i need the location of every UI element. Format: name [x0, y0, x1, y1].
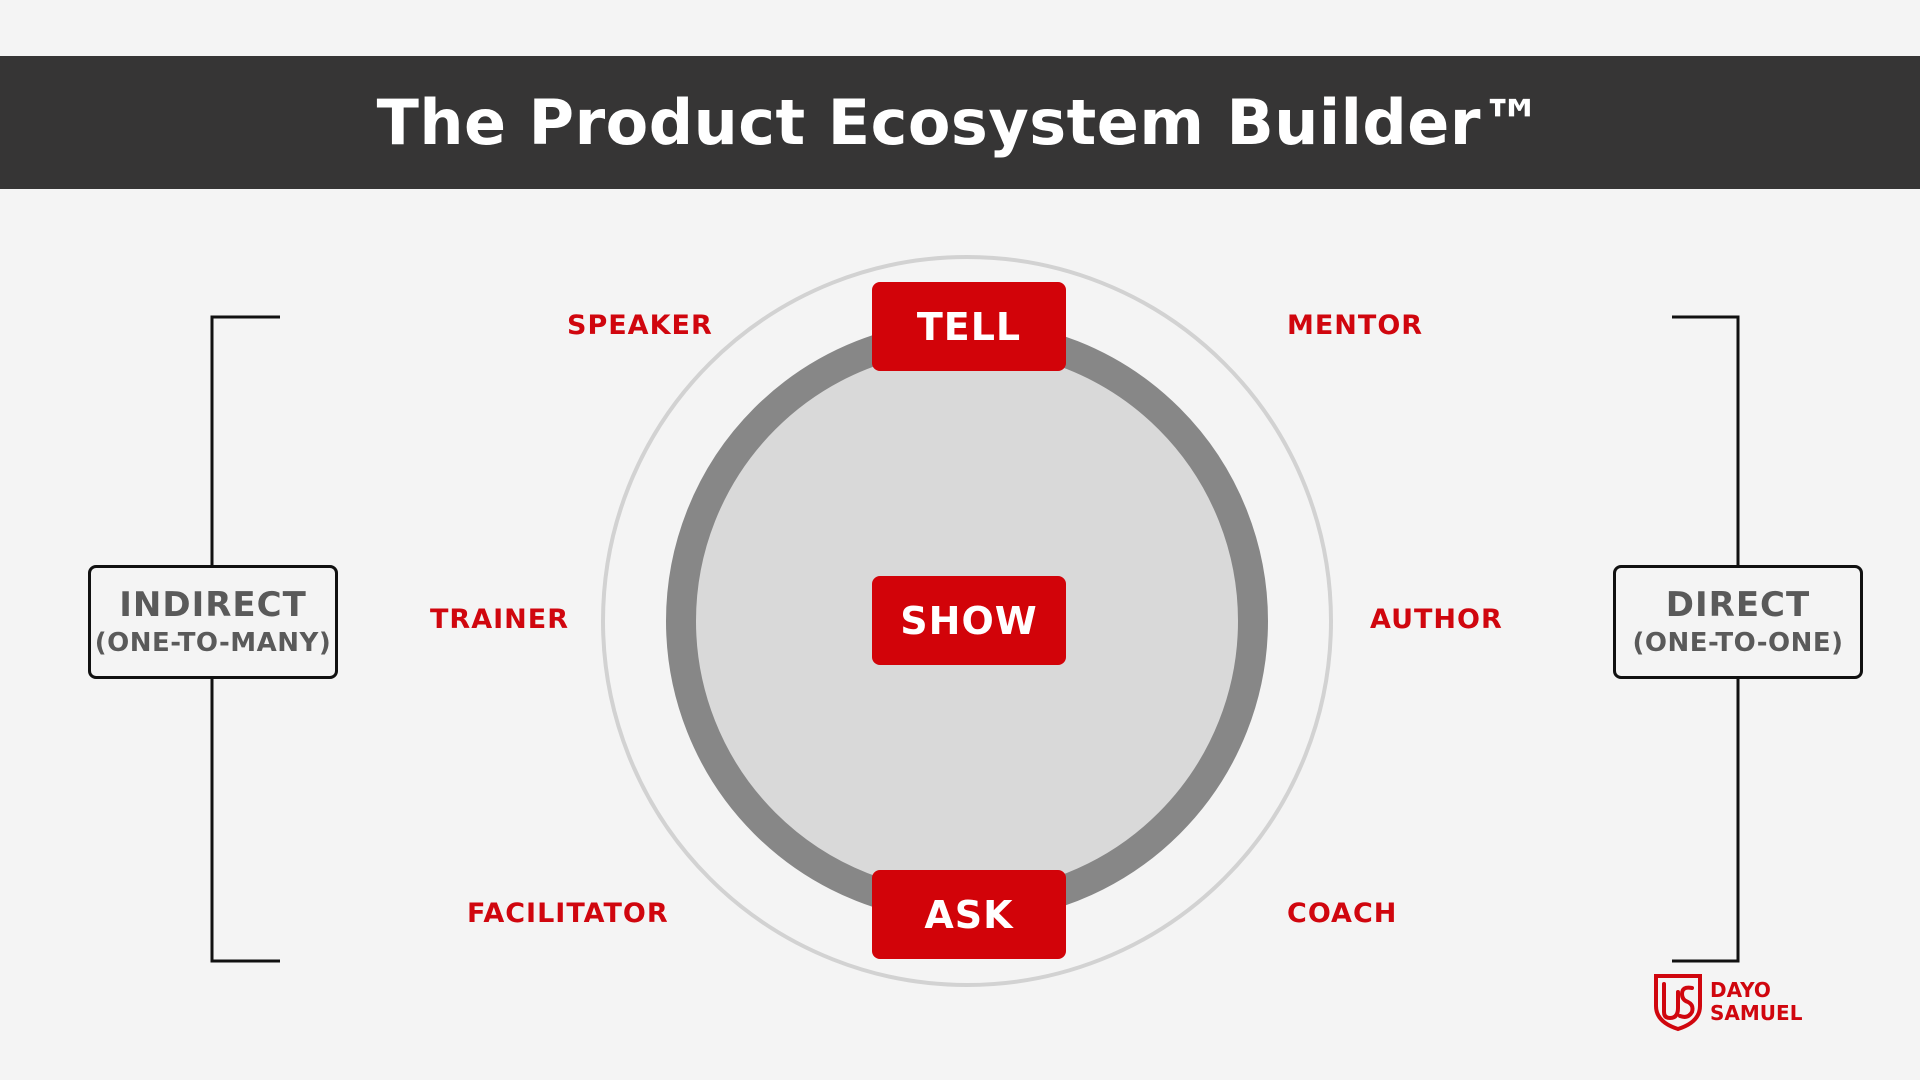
logo-line-2: SAMUEL	[1710, 1001, 1803, 1025]
show-label: SHOW	[900, 598, 1038, 643]
show-pill: SHOW	[872, 576, 1066, 665]
logo-line-1: DAYO	[1710, 978, 1771, 1002]
ask-label: ASK	[924, 892, 1014, 937]
indirect-subtitle: (ONE-TO-MANY)	[94, 628, 332, 658]
role-author: AUTHOR	[1370, 604, 1503, 635]
logo-text: DAYO SAMUEL	[1710, 979, 1802, 1025]
role-mentor: MENTOR	[1287, 310, 1424, 341]
page-title: The Product Ecosystem Builder™	[376, 86, 1544, 159]
role-trainer: TRAINER	[430, 604, 569, 635]
title-bar: The Product Ecosystem Builder™	[0, 56, 1920, 189]
ask-pill: ASK	[872, 870, 1066, 959]
indirect-title: INDIRECT	[119, 585, 307, 625]
direct-title: DIRECT	[1665, 585, 1811, 625]
shield-monogram-icon	[1654, 974, 1702, 1032]
role-speaker: SPEAKER	[567, 310, 713, 341]
direct-subtitle: (ONE-TO-ONE)	[1632, 628, 1844, 658]
tell-pill: TELL	[872, 282, 1066, 371]
tell-label: TELL	[916, 304, 1022, 349]
indirect-box: INDIRECT (ONE-TO-MANY)	[88, 565, 338, 679]
role-coach: COACH	[1287, 898, 1398, 929]
outer-circle	[601, 255, 1333, 987]
role-facilitator: FACILITATOR	[467, 898, 669, 929]
direct-box: DIRECT (ONE-TO-ONE)	[1613, 565, 1863, 679]
brand-logo: DAYO SAMUEL	[1652, 972, 1802, 1032]
